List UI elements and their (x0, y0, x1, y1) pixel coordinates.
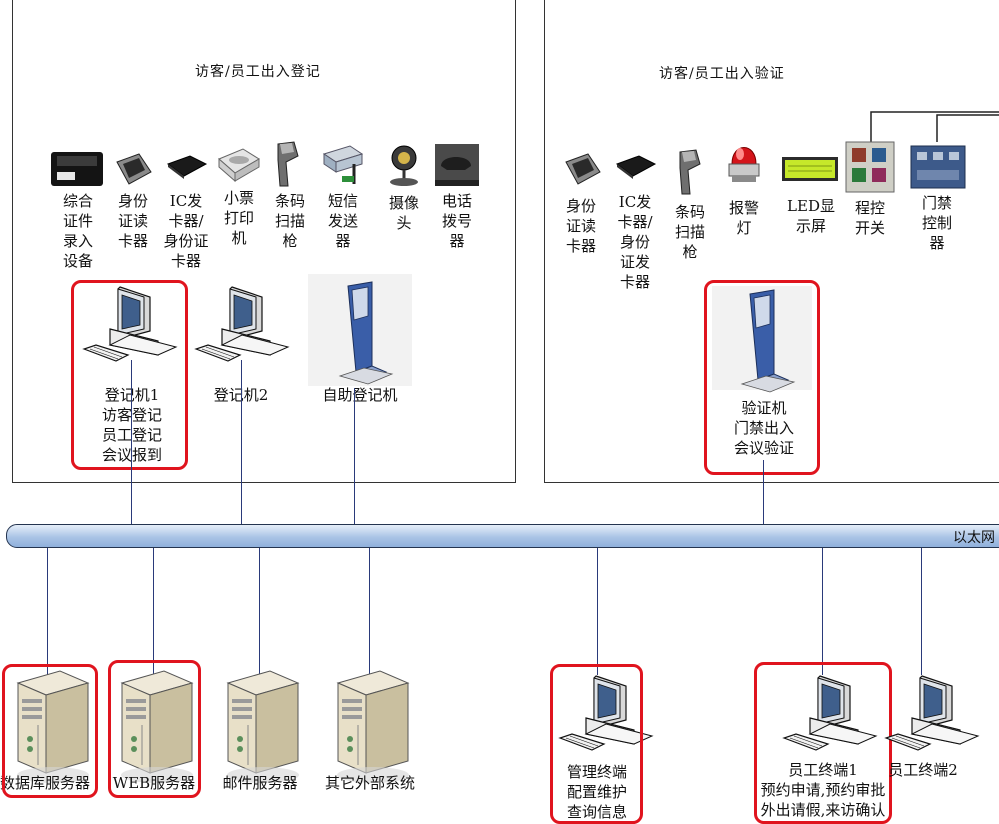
self-service-kiosk-label: 自助登记机 (322, 386, 398, 404)
highlight-verification-kiosk (704, 280, 820, 475)
link-bus-mail (259, 547, 260, 675)
device-label-alarm-light: 报警 灯 (728, 199, 759, 237)
verification-panel-title: 访客/员工出入验证 (659, 66, 785, 82)
ethernet-label: 以太网 (953, 530, 995, 546)
external-system-label: 其它外部系统 (324, 774, 415, 792)
link-bus-db (47, 547, 48, 675)
device-label-led-display: LED显 示屏 (787, 197, 835, 235)
link-reg2-bus (241, 360, 242, 524)
link-bus-emp2 (921, 547, 922, 675)
device-label-id-reader-right: 身份 证读 卡器 (565, 197, 596, 255)
highlight-registration-pc-1 (71, 280, 188, 470)
registration-panel: 访客/员工出入登记 (12, 0, 516, 483)
link-bus-other (369, 547, 370, 675)
device-label-program-switch: 程控 开关 (854, 199, 885, 237)
link-reg1-bus (131, 360, 132, 524)
link-verify-bus (763, 460, 764, 524)
ethernet-bus: 以太网 (6, 524, 999, 548)
device-label-door-controller: 门禁 控制 器 (921, 194, 952, 252)
device-label-phone-dialer: 电话 拨号 器 (441, 192, 472, 250)
device-label-camera: 摄像 头 (388, 194, 419, 232)
link-kiosk-bus (354, 388, 355, 524)
link-bus-emp1 (822, 547, 823, 675)
database-server-label: 数据库服务器 (0, 774, 91, 792)
highlight-employee-terminal-1 (754, 662, 892, 824)
device-label-receipt-printer: 小票 打印 机 (223, 189, 254, 247)
mail-server-label: 邮件服务器 (222, 774, 298, 792)
highlight-admin-terminal (550, 664, 643, 824)
device-label-ic-issuer-right: IC发 卡器/ 身份 证发 卡器 (617, 193, 653, 291)
admin-terminal-label: 管理终端 配置维护 查询信息 (566, 763, 627, 821)
highlight-database-server (2, 664, 98, 798)
web-server-label: WEB服务器 (112, 774, 196, 792)
verification-kiosk-icon (712, 286, 812, 393)
highlight-web-server (108, 660, 201, 798)
link-bus-web (153, 547, 154, 675)
registration-pc-2-label: 登记机2 (213, 386, 269, 404)
device-label-doc-reader: 综合 证件 录入 设备 (62, 192, 93, 270)
device-label-barcode-gun: 条码 扫描 枪 (274, 192, 305, 250)
verification-kiosk-label: 验证机 门禁出入 会议验证 (733, 399, 794, 457)
device-label-sms-sender: 短信 发送 器 (327, 192, 358, 250)
device-label-id-reader: 身份 证读 卡器 (117, 192, 148, 250)
device-label-barcode-gun-right: 条码 扫描 枪 (674, 203, 705, 261)
employee-terminal-2-label: 员工终端2 (888, 761, 958, 779)
link-bus-admin (597, 547, 598, 675)
device-label-ic-issuer: IC发 卡器/ 身份证 卡器 (163, 192, 209, 270)
employee-terminal-1-label: 员工终端1 预约申请,预约审批 外出请假,来访确认 (760, 761, 886, 819)
verification-panel: 访客/员工出入验证 (544, 0, 999, 483)
registration-panel-title: 访客/员工出入登记 (195, 64, 321, 80)
self-service-kiosk-icon (308, 274, 412, 386)
